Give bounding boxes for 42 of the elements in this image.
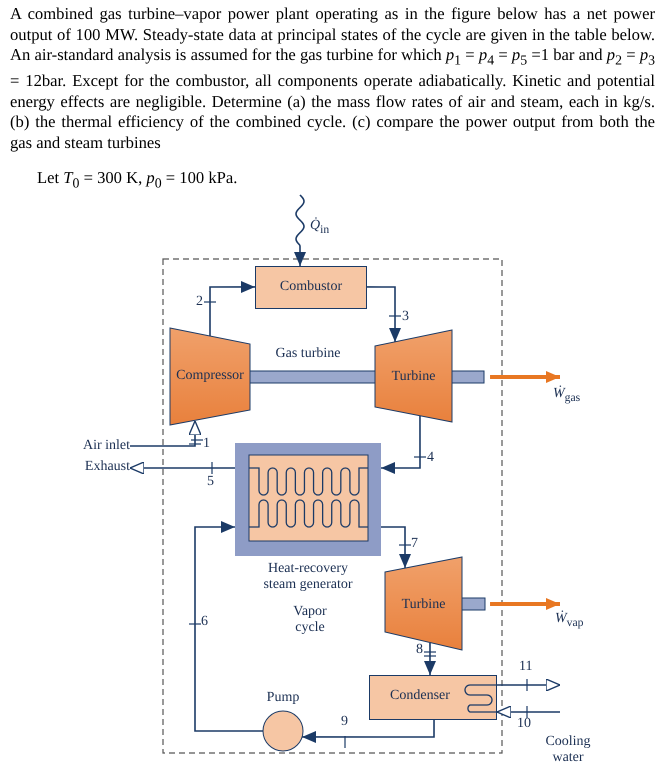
flow-arrow	[302, 720, 435, 743]
component-label: Turbine	[400, 597, 446, 613]
state-number: 8	[416, 642, 423, 658]
flow-arrow	[194, 521, 263, 732]
flow-arrow	[490, 598, 560, 610]
state-number: 4	[427, 450, 434, 466]
problem-statement: A combined gas turbine–vapor power plant operating as in the figure below has a net power output of 100 MW. Steady-state data at principal states of the cycle are given in the table below. An air-standard analysis is assumed for the gas turbine for which p$_{1}$ = p$_{4}$ = p$_{5}$ =1 bar and p$_{2}$ = p$_{3}$ = 12bar. Except for the combustor, all components operate adiabatically. Kinetic and potential energy effects are negligible. Determine (a) the mass flow rates of air and steam, each in kg/s. (b) the thermal efficiency of the combined cycle. (c) compare the power output from both the gas and steam turbines	[10, 4, 655, 154]
section-label: Gas turbine	[274, 346, 342, 362]
component-label: Air inlet	[82, 438, 130, 454]
flow-arrow	[129, 461, 235, 475]
edge-label: 11	[519, 659, 532, 675]
flow-arrow	[497, 678, 561, 692]
flow-arrow	[367, 286, 402, 342]
component-label: Condenser	[389, 688, 451, 704]
stream-label: Cooling water	[544, 734, 592, 766]
given-conditions: Let T$_{0}$ = 300 K, p$_{0}$ = 100 kPa.	[37, 168, 238, 192]
edge-label: Ẇ$_{vap}$	[555, 611, 584, 631]
state-number: 2	[196, 294, 203, 310]
state-number: 9	[341, 714, 348, 730]
edge-label: Ẇ$_{gas}$	[553, 386, 580, 406]
flow-arrow	[490, 371, 560, 383]
component-label: Turbine	[390, 369, 436, 385]
flow-arrow	[496, 705, 560, 719]
state-number: 1	[203, 436, 210, 452]
flow-arrow	[130, 420, 202, 447]
edge-label: 10	[517, 716, 531, 732]
state-number: 5	[207, 474, 214, 490]
state-number: 6	[201, 614, 208, 630]
component-label: Combustor	[278, 279, 344, 295]
state-number: 3	[402, 309, 409, 325]
section-label: Vapor cycle	[292, 604, 328, 636]
component-label: Compressor	[175, 368, 245, 384]
state-number: 7	[411, 536, 418, 552]
component-label: Pump	[266, 690, 300, 706]
flow-arrow	[381, 416, 421, 474]
edge-label: Q̇$_{in}$	[310, 218, 330, 238]
component-label: Heat-recovery steam generator	[262, 561, 354, 593]
component-label: Exhaust	[84, 459, 130, 475]
flow-arrow	[294, 194, 306, 266]
flow-arrow	[381, 526, 412, 568]
flow-arrow	[424, 643, 436, 675]
flow-arrow	[209, 281, 255, 336]
